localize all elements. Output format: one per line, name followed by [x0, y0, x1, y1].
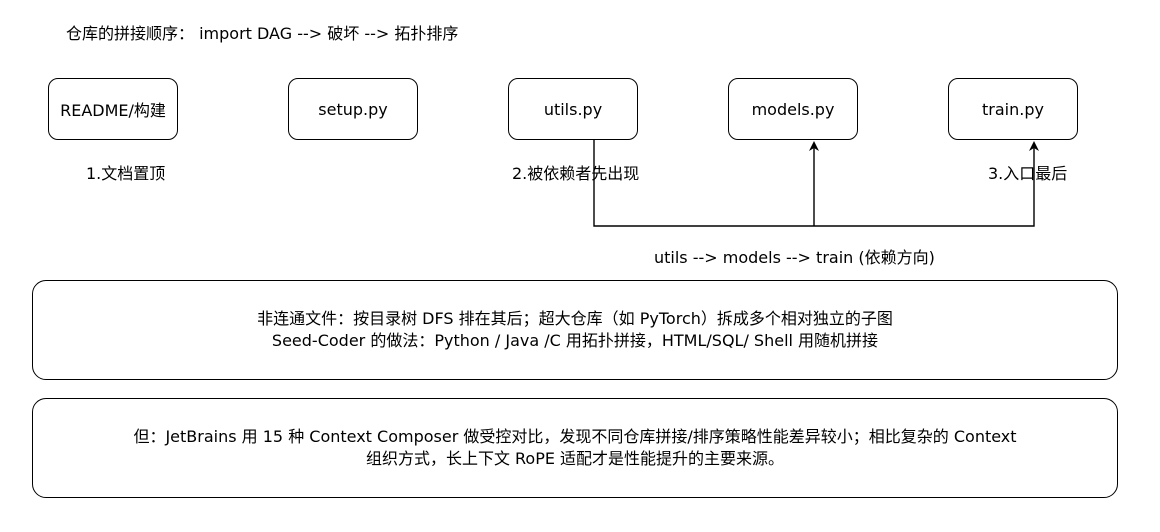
panel-nonconnected-line2: Seed-Coder 的做法：Python / Java /C 用拓扑拼接，HT…	[271, 331, 879, 350]
node-models: models.py	[728, 78, 858, 140]
node-utils: utils.py	[508, 78, 638, 140]
node-setup: setup.py	[288, 78, 418, 140]
node-train: train.py	[948, 78, 1078, 140]
panel-nonconnected-line1: 非连通文件：按目录树 DFS 排在其后；超大仓库（如 PyTorch）拆成多个相…	[257, 309, 893, 328]
caption-doc-first: 1.文档置顶	[86, 164, 166, 183]
diagram-title: 仓库的拼接顺序： import DAG --> 破坏 --> 拓扑排序	[66, 24, 459, 43]
panel-nonconnected-files: 非连通文件：按目录树 DFS 排在其后；超大仓库（如 PyTorch）拆成多个相…	[32, 280, 1118, 380]
flow-direction-label: utils --> models --> train (依赖方向)	[654, 248, 935, 267]
node-readme: README/构建	[48, 78, 178, 140]
caption-deps-first: 2.被依赖者先出现	[512, 164, 640, 183]
panel-jetbrains-line1: 但：JetBrains 用 15 种 Context Composer 做受控对…	[133, 427, 1017, 446]
caption-entry-last: 3.入口最后	[988, 164, 1068, 183]
panel-jetbrains-note: 但：JetBrains 用 15 种 Context Composer 做受控对…	[32, 398, 1118, 498]
panel-jetbrains-line2: 组织方式，长上下文 RoPE 适配才是性能提升的主要来源。	[365, 449, 785, 468]
